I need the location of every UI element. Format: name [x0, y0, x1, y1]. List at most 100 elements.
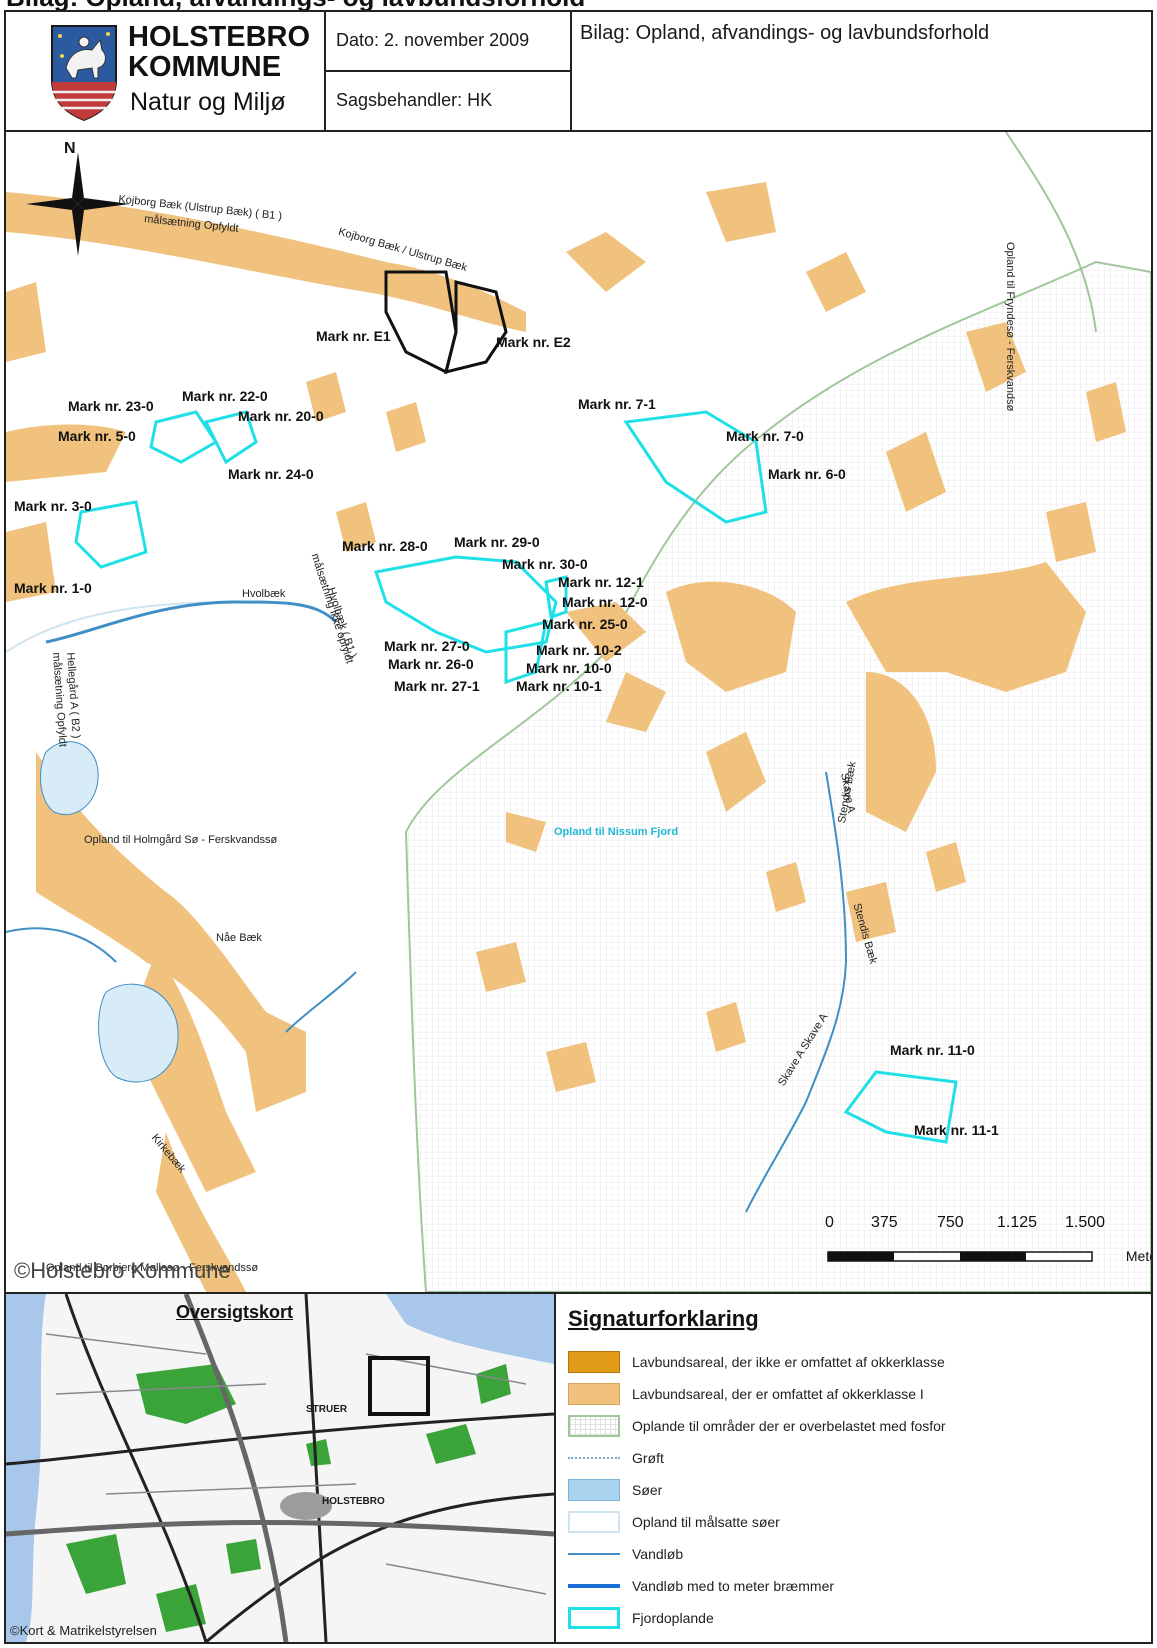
legend-item: Søer	[568, 1476, 662, 1504]
overview-map[interactable]: Oversigtskort HOLSTEBRO STRUER ©Kort & M…	[6, 1294, 556, 1642]
legend-item: Lavbundsareal, der ikke er omfattet af o…	[568, 1348, 945, 1376]
field-label: Mark nr. 7-0	[726, 428, 804, 444]
field-label: Mark nr. 24-0	[228, 466, 314, 482]
field-label: Mark nr. 6-0	[768, 466, 846, 482]
lowland-area	[546, 1042, 596, 1092]
field-label: Mark nr. 29-0	[454, 534, 540, 550]
lowland-area	[846, 562, 1086, 692]
scale-tick-label: 1.500	[1065, 1214, 1106, 1231]
catchment-label: Opland til Borbjerg Møllesø - Ferskvands…	[46, 1262, 259, 1274]
scale-labels: 0 375 750 1.125 1.500 Mete	[821, 1214, 1151, 1268]
field-label: Mark nr. 3-0	[14, 498, 92, 514]
scale-tick-label: 750	[937, 1214, 964, 1231]
stream	[45, 600, 338, 644]
field-boundary-e2	[443, 280, 508, 375]
lowland-area	[506, 812, 546, 852]
lowland-area	[36, 752, 306, 1112]
map-canvas	[6, 132, 1151, 1292]
lowland-area	[706, 1002, 746, 1052]
scale-tick-label: 0	[825, 1214, 834, 1231]
overview-copyright: ©Kort & Matrikelstyrelsen	[10, 1623, 157, 1638]
field-label: Mark nr. 28-0	[342, 538, 428, 554]
legend-item: Lavbundsareal, der er omfattet af okkerk…	[568, 1380, 924, 1408]
field-boundary	[843, 1070, 958, 1144]
field-boundary	[504, 619, 548, 685]
field-label: Mark nr. 12-0	[562, 594, 648, 610]
scale-bar	[827, 1251, 1093, 1262]
field-boundary	[203, 410, 258, 465]
thick-blue-line-swatch-icon	[568, 1584, 620, 1588]
scale-tick-label: 375	[871, 1214, 898, 1231]
field-label: Mark nr. 27-1	[394, 678, 480, 694]
field-label: Mark nr. 30-0	[502, 556, 588, 572]
sheet-frame	[4, 10, 1153, 1644]
field-boundary	[149, 410, 219, 464]
legend-item: Grøft	[568, 1444, 664, 1472]
lowland-area	[476, 942, 526, 992]
legend: Signaturforklaring Lavbundsareal, der ik…	[558, 1294, 1151, 1642]
org-name-line2: KOMMUNE	[128, 51, 282, 83]
date-text: Dato: 2. november 2009	[336, 30, 530, 50]
stream	[6, 927, 117, 963]
field-label: Mark nr. 12-1	[558, 574, 644, 590]
lowland-area	[1086, 382, 1126, 442]
legend-item-label: Oplande til områder der er overbelastet …	[632, 1418, 946, 1434]
lake	[40, 741, 99, 816]
lowland-area	[806, 252, 866, 312]
legend-item: Fjordoplande	[568, 1604, 714, 1632]
field-label: Mark nr. 11-1	[914, 1122, 999, 1138]
catchment-label: Opland til Holmgård Sø - Ferskvandssø	[84, 834, 278, 846]
scale-tick-label: 1.125	[997, 1214, 1038, 1231]
legend-item-label: Vandløb	[632, 1546, 684, 1562]
field-label: Mark nr. 11-0	[890, 1042, 975, 1058]
holstebro-crest-icon	[51, 25, 117, 122]
logo-cell: HOLSTEBRO KOMMUNE Natur og Miljø	[6, 12, 326, 130]
solid-light-orange-swatch-icon	[568, 1383, 620, 1405]
lowland-area	[706, 732, 766, 812]
page-title: Bilag: Opland, afvandings- og lavbundsfo…	[6, 0, 585, 10]
legend-item-label: Søer	[632, 1482, 663, 1498]
light-blue-fill-swatch-icon	[568, 1479, 620, 1501]
field-label: Mark nr. 1-0	[14, 580, 92, 596]
catchment-boundary	[1005, 132, 1097, 333]
field-label: Mark nr. 23-0	[68, 398, 154, 414]
stream	[745, 771, 848, 1213]
field-label-e1: Mark nr. E1	[316, 328, 391, 344]
main-map[interactable]: N Kojborg Bæk (Ulstrup Bæk) ( B1 ) målsæ…	[6, 132, 1151, 1294]
lowland-area	[6, 424, 126, 482]
legend-item-label: Fjordoplande	[632, 1610, 714, 1626]
field-label: Mark nr. 5-0	[58, 428, 136, 444]
compass-rose-icon	[26, 152, 130, 256]
overview-extent-box	[368, 1356, 430, 1416]
cyan-outline-swatch-icon	[568, 1607, 620, 1629]
lowland-area	[306, 372, 346, 422]
field-boundary	[74, 500, 148, 569]
legend-item: Vandløb med to meter bræmmer	[568, 1572, 834, 1600]
lowland-area	[926, 842, 966, 892]
org-name-line1: HOLSTEBRO	[128, 21, 311, 53]
lowland-area	[6, 522, 56, 602]
title-block: HOLSTEBRO KOMMUNE Natur og Miljø Dato: 2…	[6, 12, 1151, 132]
legend-item-label: Lavbundsareal, der ikke er omfattet af o…	[632, 1354, 945, 1370]
field-label: Mark nr. 20-0	[238, 408, 324, 424]
lowland-area	[6, 192, 526, 332]
subject-text: Bilag: Opland, afvandings- og lavbundsfo…	[580, 22, 990, 44]
legend-item-label: Grøft	[632, 1450, 664, 1466]
solid-dark-orange-swatch-icon	[568, 1351, 620, 1373]
legend-item-label: Lavbundsareal, der er omfattet af okkerk…	[632, 1386, 924, 1402]
lowland-area	[766, 862, 806, 912]
thin-blue-line-swatch-icon	[568, 1553, 620, 1555]
lowland-area	[886, 432, 946, 512]
handler-text: Sagsbehandler: HK	[336, 90, 493, 110]
lowland-area	[866, 672, 936, 832]
field-label: Mark nr. 10-1	[516, 678, 602, 694]
date-cell: Dato: 2. november 2009	[326, 12, 572, 72]
lowland-area	[156, 1132, 246, 1292]
lowland-area	[336, 502, 376, 552]
field-label: Mark nr. 7-1	[578, 396, 656, 412]
department: Natur og Miljø	[130, 88, 286, 116]
field-boundary	[544, 575, 568, 619]
town-label: STRUER	[306, 1404, 348, 1415]
field-label: Mark nr. 10-2	[536, 642, 622, 658]
